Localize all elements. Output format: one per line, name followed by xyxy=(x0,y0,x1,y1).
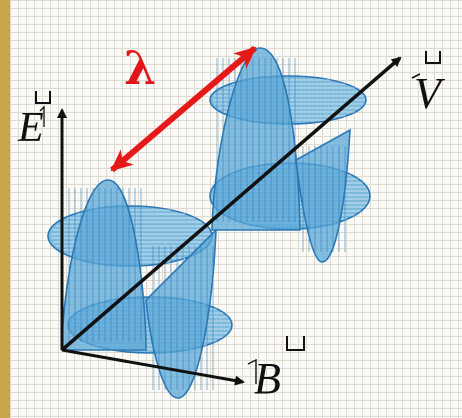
electric-lobe-left-up xyxy=(61,179,147,351)
wavelength-arrow xyxy=(110,45,257,173)
axes xyxy=(57,56,402,386)
label-b: B xyxy=(247,336,305,403)
electric-lobe-left-down xyxy=(145,227,217,399)
label-b-text: B xyxy=(254,354,281,403)
b-axis xyxy=(61,348,245,386)
label-v-text: V xyxy=(414,69,446,118)
v-axis xyxy=(60,56,402,352)
label-e: E xyxy=(17,91,51,151)
electric-lobe-right-down xyxy=(295,128,351,263)
label-e-text: E xyxy=(17,105,44,151)
side-bar xyxy=(0,0,10,418)
label-v: V xyxy=(411,51,446,118)
label-lambda: λ xyxy=(124,41,156,95)
